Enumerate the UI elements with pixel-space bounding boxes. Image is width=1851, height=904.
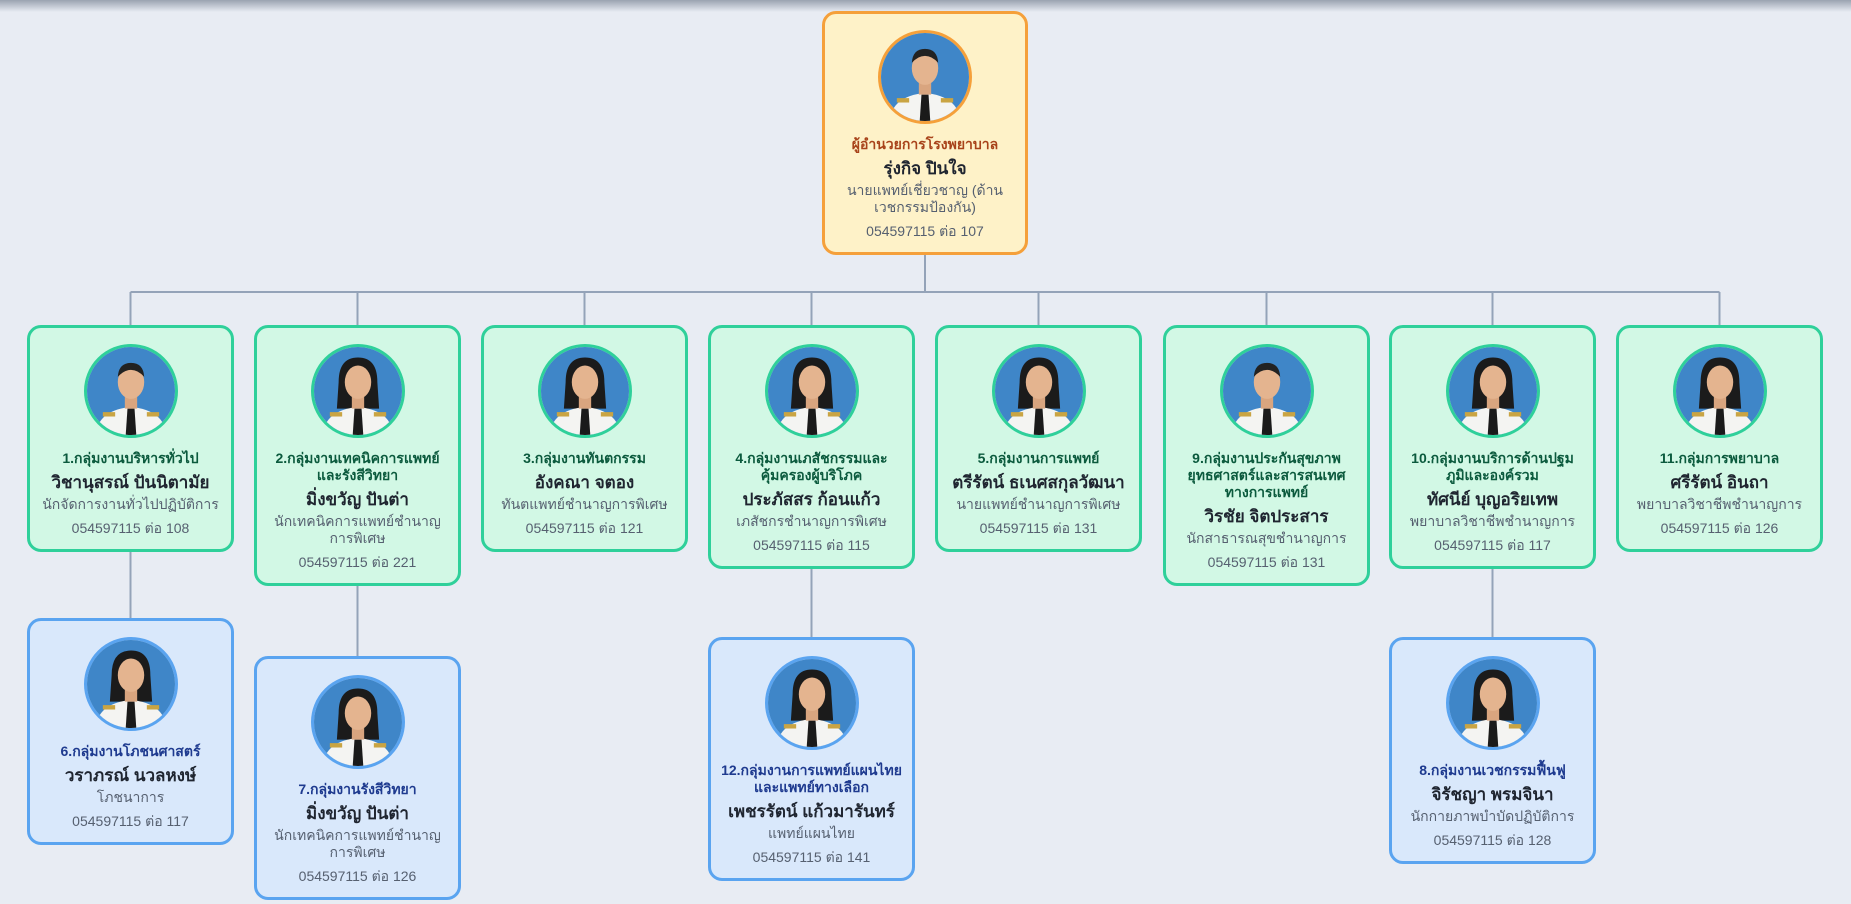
phone-number: 054597115 ต่อ 126 (1660, 520, 1779, 536)
group-label: 5.กลุ่มงานการแพทย์ (977, 450, 1100, 466)
phone-number: 054597115 ต่อ 141 (752, 849, 871, 865)
top-shadow (0, 0, 1851, 12)
group-card[interactable]: 11.กลุ่มการพยาบาลศรีรัตน์ อินถาพยาบาลวิช… (1616, 325, 1823, 552)
position-title: นายแพทย์ชำนาญการพิเศษ (956, 496, 1121, 512)
subgroup-card[interactable]: 8.กลุ่มงานเวชกรรมฟื้นฟูจิรัชญา พรมจินานั… (1389, 637, 1596, 864)
profile-photo (1219, 344, 1314, 438)
group-label: 1.กลุ่มงานบริหารทั่วไป (62, 450, 199, 466)
subgroup-card[interactable]: 12.กลุ่มงานการแพทย์แผนไทยและแพทย์ทางเลือ… (708, 637, 915, 881)
person-name: ตรีรัตน์ ธเนศสกุลวัฒนา (952, 473, 1125, 492)
group-label: 7.กลุ่มงานรังสีวิทยา (298, 781, 417, 797)
group-card[interactable]: 2.กลุ่มงานเทคนิคการแพทย์และรังสีวิทยามิ่… (254, 325, 461, 586)
group-card[interactable]: 1.กลุ่มงานบริหารทั่วไปวิชานุสรณ์ ปันนิตา… (27, 325, 234, 552)
person-name: รุ่งกิจ ปินใจ (883, 159, 967, 178)
person-name: วิชานุสรณ์ ปันนิตามัย (51, 473, 210, 492)
group-label: 9.กลุ่มงานประกันสุขภาพ ยุทธศาสตร์และสารส… (1187, 450, 1346, 500)
position-title: พยาบาลวิชาชีพชำนาญการ (1636, 496, 1803, 512)
position-title: แพทย์แผนไทย (768, 825, 855, 841)
subgroup-card[interactable]: 6.กลุ่มงานโภชนศาสตร์วราภรณ์ นวลหงษ์โภชนา… (27, 618, 234, 845)
profile-photo (764, 344, 859, 438)
person-name: ศรีรัตน์ อินถา (1670, 473, 1769, 492)
phone-number: 054597115 ต่อ 117 (1434, 537, 1551, 553)
profile-photo (310, 675, 405, 769)
group-label: 4.กลุ่มงานเภสัชกรรมและคุ้มครองผู้บริโภค (735, 450, 888, 483)
position-title: เภสัชกรชำนาญการพิเศษ (736, 513, 887, 529)
group-card[interactable]: 10.กลุ่มงานบริการด้านปฐมภูมิและองค์รวมทั… (1389, 325, 1596, 569)
person-name: มิ่งขวัญ ปันต่า (306, 804, 409, 823)
phone-number: 054597115 ต่อ 221 (298, 554, 417, 570)
phone-number: 054597115 ต่อ 131 (979, 520, 1098, 536)
position-title: นักกายภาพบำบัดปฏิบัติการ (1410, 808, 1575, 824)
profile-photo (878, 30, 972, 124)
group-label: 3.กลุ่มงานทันตกรรม (523, 450, 646, 466)
subgroup-card[interactable]: 7.กลุ่มงานรังสีวิทยามิ่งขวัญ ปันต่านักเท… (254, 656, 461, 900)
group-card[interactable]: 9.กลุ่มงานประกันสุขภาพ ยุทธศาสตร์และสารส… (1163, 325, 1370, 586)
group-card[interactable]: 4.กลุ่มงานเภสัชกรรมและคุ้มครองผู้บริโภคป… (708, 325, 915, 569)
position-title: นายแพทย์เชี่ยวชาญ (ด้านเวชกรรมป้องกัน) (846, 182, 1004, 215)
person-name: จิรัชญา พรมจินา (1431, 785, 1554, 804)
group-label: 11.กลุ่มการพยาบาล (1659, 450, 1780, 466)
profile-photo (537, 344, 632, 438)
person-name: ประภัสสร ก้อนแก้ว (742, 490, 881, 509)
position-title: นักจัดการงานทั่วไปปฏิบัติการ (42, 496, 219, 512)
profile-photo (83, 637, 178, 731)
person-name: มิ่งขวัญ ปันต่า (306, 490, 409, 509)
position-title: พยาบาลวิชาชีพชำนาญการ (1409, 513, 1576, 529)
person-name: ทัศนีย์ บุญอริยเทพ (1426, 490, 1559, 509)
profile-photo (1672, 344, 1767, 438)
profile-photo (764, 656, 859, 750)
position-title: ทันตแพทย์ชำนาญการพิเศษ (501, 496, 668, 512)
phone-number: 054597115 ต่อ 121 (525, 520, 644, 536)
person-name: อังคณา จตอง (534, 473, 635, 492)
phone-number: 054597115 ต่อ 131 (1207, 554, 1326, 570)
group-label: 12.กลุ่มงานการแพทย์แผนไทยและแพทย์ทางเลือ… (721, 762, 902, 795)
phone-number: 054597115 ต่อ 108 (71, 520, 190, 536)
profile-photo (310, 344, 405, 438)
group-label: 6.กลุ่มงานโภชนศาสตร์ (60, 743, 201, 759)
group-label: 2.กลุ่มงานเทคนิคการแพทย์และรังสีวิทยา (275, 450, 440, 483)
group-label: 8.กลุ่มงานเวชกรรมฟื้นฟู (1419, 762, 1566, 778)
group-card[interactable]: 3.กลุ่มงานทันตกรรมอังคณา จตองทันตแพทย์ชำ… (481, 325, 688, 552)
profile-photo (1445, 656, 1540, 750)
phone-number: 054597115 ต่อ 117 (72, 813, 189, 829)
group-label: ผู้อำนวยการโรงพยาบาล (851, 136, 999, 152)
phone-number: 054597115 ต่อ 115 (753, 537, 870, 553)
profile-photo (1445, 344, 1540, 438)
person-name: เพชรรัตน์ แก้วมารันทร์ (728, 802, 895, 821)
group-card[interactable]: 5.กลุ่มงานการแพทย์ตรีรัตน์ ธเนศสกุลวัฒนา… (935, 325, 1142, 552)
position-title: โภชนาการ (96, 789, 165, 805)
phone-number: 054597115 ต่อ 107 (866, 223, 984, 239)
group-label: 10.กลุ่มงานบริการด้านปฐมภูมิและองค์รวม (1411, 450, 1574, 483)
profile-photo (83, 344, 178, 438)
position-title: นักสาธารณสุขชำนาญการ (1186, 530, 1347, 546)
position-title: นักเทคนิคการแพทย์ชำนาญการพิเศษ (274, 513, 441, 546)
position-title: นักเทคนิคการแพทย์ชำนาญการพิเศษ (274, 827, 441, 860)
phone-number: 054597115 ต่อ 128 (1433, 832, 1552, 848)
director-card[interactable]: ผู้อำนวยการโรงพยาบาลรุ่งกิจ ปินใจนายแพทย… (822, 11, 1028, 255)
profile-photo (991, 344, 1086, 438)
phone-number: 054597115 ต่อ 126 (298, 868, 417, 884)
person-name: วิรชัย จิตประสาร (1204, 507, 1329, 526)
person-name: วราภรณ์ นวลหงษ์ (64, 766, 197, 785)
